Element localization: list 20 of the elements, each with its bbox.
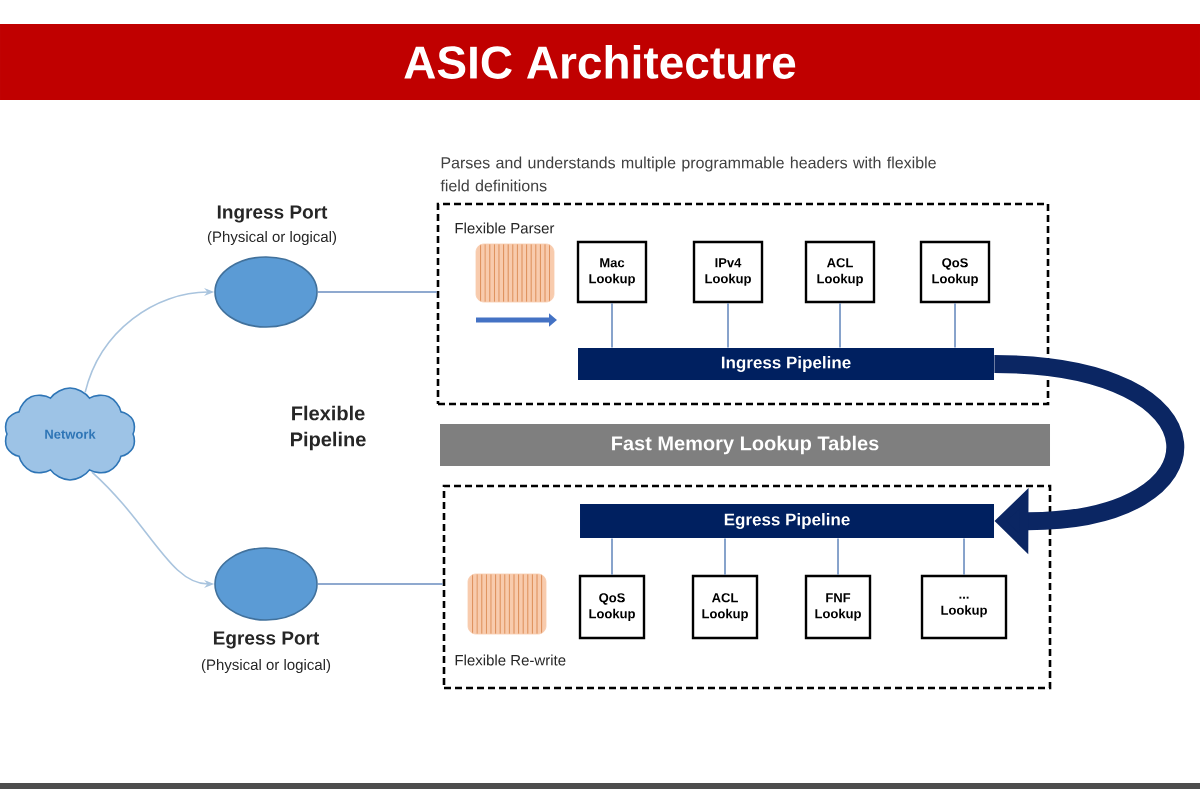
port-name: Ingress Port — [217, 205, 328, 223]
connector-line — [611, 537, 613, 576]
connector-line — [724, 537, 726, 576]
port-name: Egress Port — [213, 631, 320, 649]
connector-line — [317, 583, 444, 585]
title-banner: ASIC Architecture — [0, 24, 1200, 100]
description-text: Parses and understands multiple programmable headers with flexible field definitions — [440, 156, 936, 192]
connector-line — [963, 537, 965, 576]
connector-line — [837, 537, 839, 576]
connector-line — [727, 302, 729, 349]
pipeline-bar: Egress Pipeline — [580, 504, 994, 538]
connector-line — [954, 302, 956, 349]
dashed-box — [442, 484, 1052, 690]
connector-line — [839, 302, 841, 349]
pipeline-bar: Ingress Pipeline — [578, 348, 994, 380]
connector-line — [611, 302, 613, 349]
connector-line — [317, 291, 438, 293]
curved-arrow — [993, 355, 1184, 555]
side-label: Flexible Pipeline — [291, 405, 366, 451]
memory-bar: Fast Memory Lookup Tables — [440, 424, 1050, 466]
